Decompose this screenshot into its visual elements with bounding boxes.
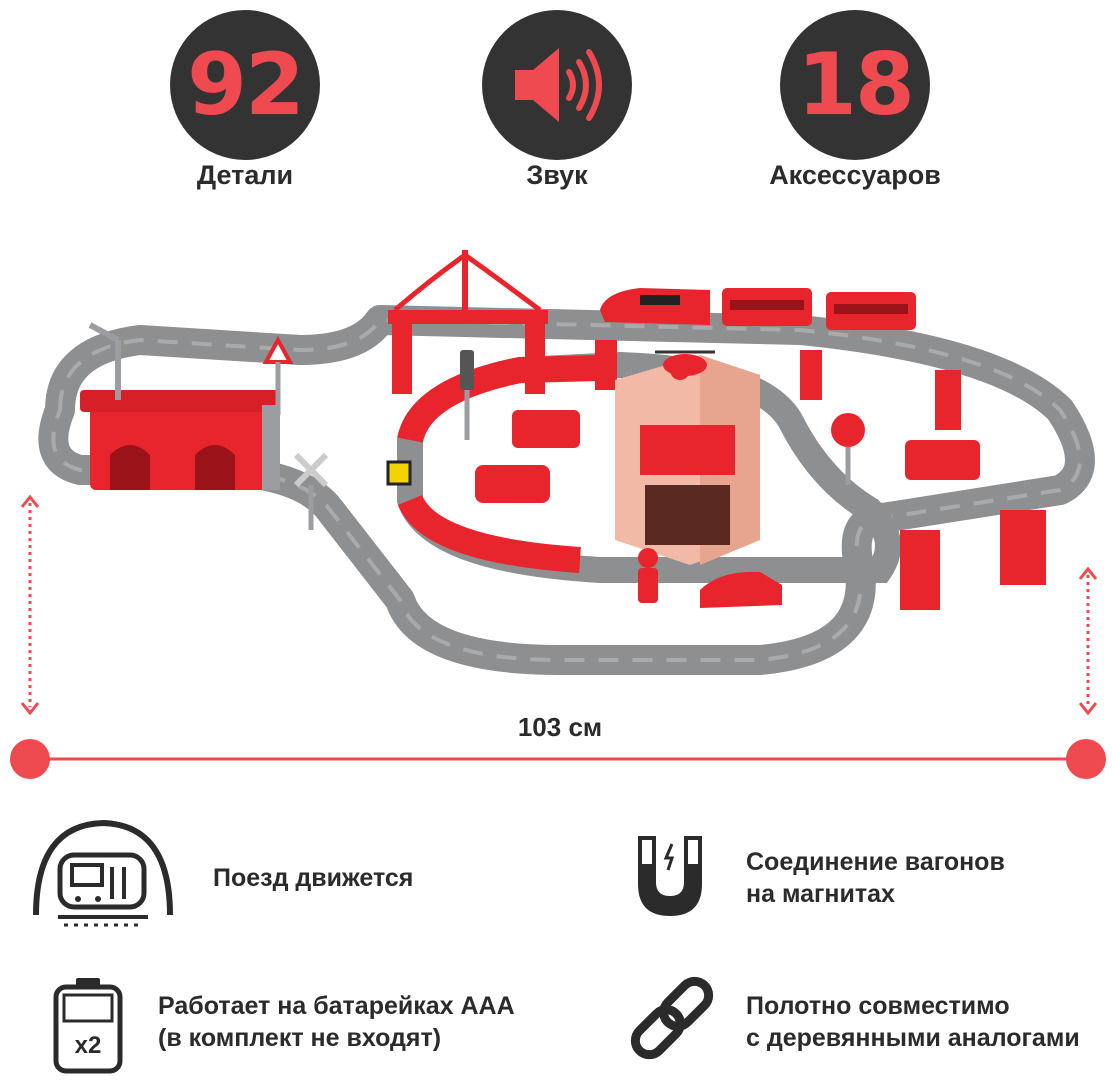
helicopter <box>655 350 715 376</box>
feature-text-line: (в комплект не входят) <box>158 1024 442 1052</box>
sound-badge <box>482 10 632 160</box>
feature-text-line: Соединение вагонов <box>746 848 1005 876</box>
suspension-bridge <box>388 250 548 394</box>
height-arrow-left <box>20 495 40 715</box>
battery-icon: x2 <box>53 978 123 1074</box>
battery-count: x2 <box>75 1032 102 1059</box>
feature-text-line: на магнитах <box>746 880 895 908</box>
train-set-illustration <box>38 250 1095 675</box>
train <box>600 288 916 330</box>
parts-count: 92 <box>187 35 305 135</box>
parts-count-badge: 92 <box>170 10 320 160</box>
height-arrow-right <box>1078 567 1098 715</box>
feature-wooden-compatibility: Полотно совместимо с деревянными аналога… <box>746 990 1080 1054</box>
train-tunnel-icon <box>33 819 173 927</box>
fire-station <box>615 355 760 565</box>
stop-sign <box>831 413 865 447</box>
fire-truck-1 <box>512 410 580 448</box>
feature-magnetic-coupling: Соединение вагонов на магнитах <box>746 846 1005 910</box>
chain-link-icon <box>630 976 714 1060</box>
dimension-label: 103 см <box>517 712 603 742</box>
magnet-icon <box>638 836 702 916</box>
feature-batteries: Работает на батарейках AAA (в комплект н… <box>158 990 515 1054</box>
sound-label: Звук <box>526 160 588 190</box>
traffic-light <box>460 350 474 390</box>
feature-text-line: с деревянными аналогами <box>746 1024 1080 1052</box>
feature-train-moves: Поезд движется <box>213 862 413 894</box>
railroad-crossing-sign <box>293 452 329 530</box>
feature-text-line: Поезд движется <box>213 864 414 892</box>
red-track-segment <box>397 355 601 444</box>
fire-car <box>700 571 782 608</box>
accessories-count: 18 <box>797 35 915 135</box>
dimension-line <box>10 739 1106 779</box>
parts-label: Детали <box>196 160 294 190</box>
tunnel <box>80 390 280 490</box>
tunnel-sign <box>386 460 412 486</box>
fire-van <box>475 465 550 503</box>
feature-text-line: Полотно совместимо <box>746 992 1010 1020</box>
accessories-count-badge: 18 <box>780 10 930 160</box>
firefighter-figure <box>638 548 658 603</box>
fire-truck-2 <box>905 440 980 480</box>
feature-text-line: Работает на батарейках AAA <box>158 992 515 1020</box>
speaker-sound-icon <box>515 48 602 122</box>
accessories-label: Аксессуаров <box>769 160 941 190</box>
